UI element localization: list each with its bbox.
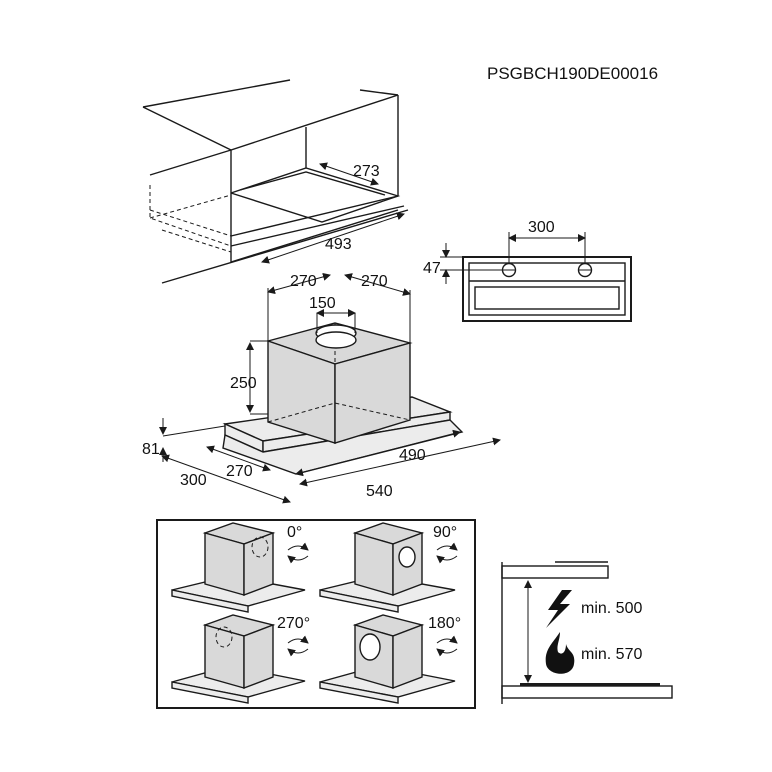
lightning-icon [546, 590, 572, 628]
product-code: PSGBCH190DE00016 [487, 64, 658, 83]
cabinet-drawing [142, 79, 409, 284]
flame-icon [545, 632, 575, 674]
clearance-drawing [501, 561, 673, 704]
rear-view-drawing [440, 232, 632, 322]
orientation-270-label: 270° [277, 615, 310, 632]
hood-drawing [159, 272, 501, 504]
holes-spacing-label: 300 [528, 219, 555, 236]
electric-clearance-label: min. 500 [581, 600, 642, 617]
gas-clearance-label: min. 570 [581, 646, 642, 663]
hood-depth-label: 300 [180, 472, 207, 489]
cabinet-depth-label: 273 [353, 163, 380, 180]
orientation-panel [156, 519, 476, 709]
orientation-0 [171, 522, 309, 613]
outer-width-label: 540 [366, 483, 393, 500]
orientation-180-label: 180° [428, 615, 461, 632]
inner-depth-label: 270 [226, 463, 253, 480]
holes-offset-label: 47 [423, 260, 441, 277]
chimney-label: 150 [309, 295, 336, 312]
orientation-270 [171, 614, 309, 704]
hood-left-label: 270 [290, 273, 317, 290]
cabinet-width-label: 493 [325, 236, 352, 253]
front-height-label: 81 [142, 441, 160, 458]
hood-right-label: 270 [361, 273, 388, 290]
orientation-180 [319, 614, 458, 704]
orientation-0-label: 0° [287, 524, 302, 541]
orientation-90 [319, 522, 458, 613]
hood-height-label: 250 [230, 375, 257, 392]
inner-width-label: 490 [399, 447, 426, 464]
orientation-90-label: 90° [433, 524, 457, 541]
